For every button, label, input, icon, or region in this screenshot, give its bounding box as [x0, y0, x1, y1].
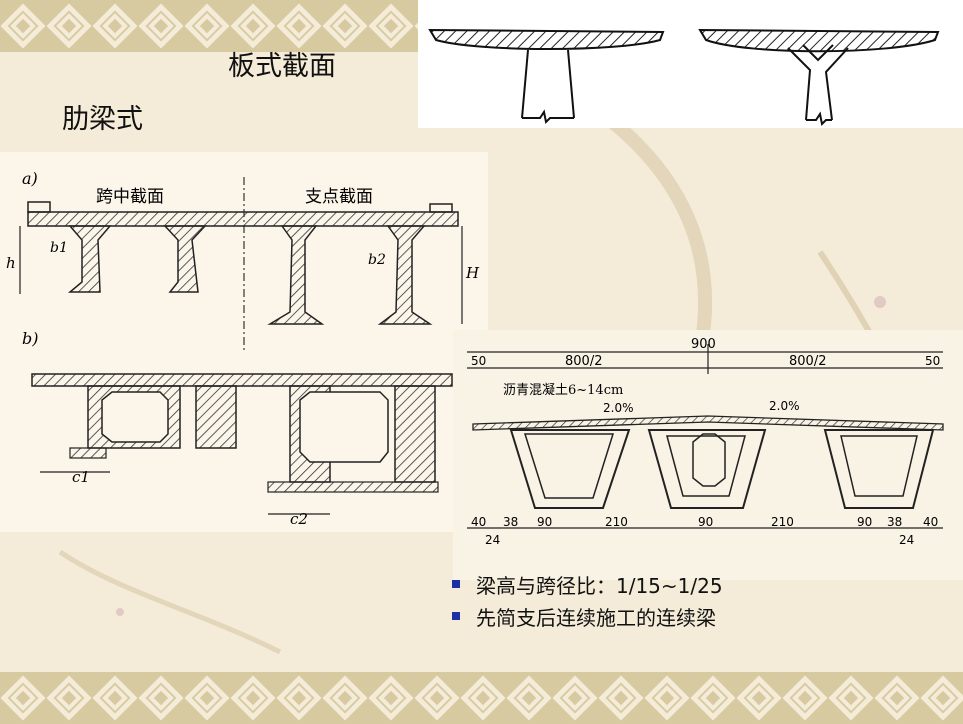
bullet-list: 梁高与跨径比：1/15~1/25 先简支后连续施工的连续梁	[452, 568, 932, 632]
dim-3: 210	[605, 515, 628, 529]
label-b2: b2	[368, 252, 386, 268]
label-b: b)	[22, 329, 38, 348]
slab-pier-right	[698, 28, 940, 127]
bullet-text: 先简支后连续施工的连续梁	[476, 605, 716, 630]
label-c2: c2	[290, 510, 308, 528]
asphalt-label: 沥青混凝土6~14cm	[503, 382, 623, 398]
bottom-decorative-border	[0, 672, 963, 724]
bullet-item: 先简支后连续施工的连续梁	[452, 600, 932, 632]
dim-right-edge: 50	[925, 354, 940, 368]
bullet-item: 梁高与跨径比：1/15~1/25	[452, 568, 932, 600]
dim-right-half: 800/2	[789, 354, 826, 369]
dim-1: 38	[503, 515, 518, 529]
dim-left-half: 800/2	[565, 354, 602, 369]
slope-left: 2.0%	[603, 401, 634, 415]
rib-section-a: h H b1 b2	[6, 201, 480, 325]
slab-section-title: 板式截面	[228, 51, 336, 82]
label-H: H	[465, 264, 480, 282]
support-label: 支点截面	[305, 187, 373, 207]
square-bullet-icon	[452, 580, 460, 588]
dim-2: 90	[537, 515, 552, 529]
label-a: a)	[22, 169, 38, 188]
box-girder-section	[472, 415, 944, 509]
bottom-dimensions: 40 38 90 210 90 210 90 38 40 24 24	[471, 515, 938, 547]
label-h: h	[6, 254, 16, 272]
dim-sub-right: 24	[899, 533, 914, 547]
square-bullet-icon	[452, 612, 460, 620]
slab-section-diagram	[418, 0, 963, 128]
dim-4: 90	[698, 515, 713, 529]
dim-left-edge: 50	[471, 354, 486, 368]
label-b1: b1	[50, 240, 68, 256]
bullet-text: 梁高与跨径比：1/15~1/25	[476, 573, 723, 598]
slope-right: 2.0%	[769, 399, 800, 413]
dim-0: 40	[471, 515, 486, 529]
box-girder-diagram: 900 50 800/2 800/2 50 沥青混凝土6~14cm 2.0% 2…	[453, 330, 963, 580]
dim-total: 900	[691, 337, 716, 352]
dim-5: 210	[771, 515, 794, 529]
dim-6: 90	[857, 515, 872, 529]
dim-sub-left: 24	[485, 533, 500, 547]
label-c1: c1	[72, 468, 90, 486]
rib-beam-section-diagram: a) 跨中截面 支点截面 h H b1 b2 b)	[0, 152, 488, 532]
midspan-label: 跨中截面	[96, 187, 164, 207]
dim-8: 40	[923, 515, 938, 529]
slab-pier-left	[428, 28, 665, 125]
dim-7: 38	[887, 515, 902, 529]
rib-section-b: c1 c2	[31, 373, 453, 528]
rib-section-title: 肋梁式	[62, 104, 143, 135]
